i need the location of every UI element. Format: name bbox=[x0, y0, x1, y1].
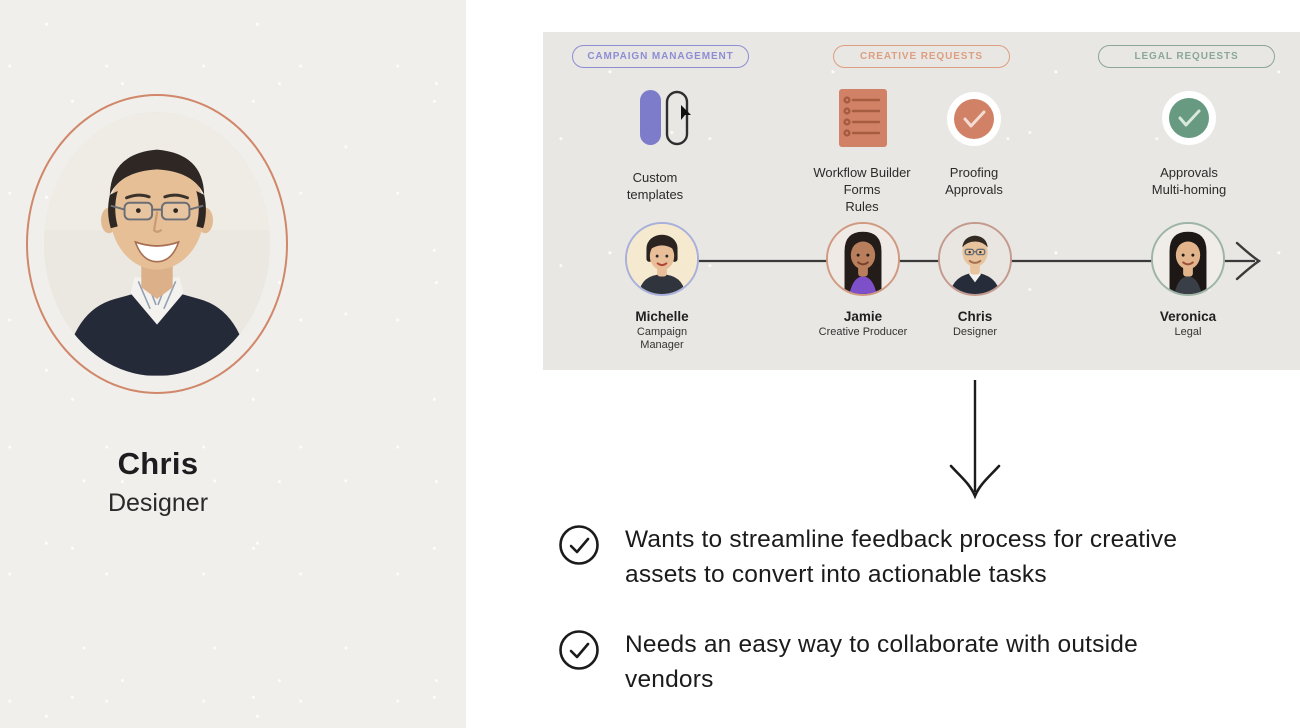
feature-label-workflow-builder: Workflow Builder Forms Rules bbox=[813, 165, 911, 214]
person-role: Designer bbox=[952, 326, 998, 338]
workflow-builder-doc-icon bbox=[838, 88, 888, 148]
person-name: Jamie bbox=[843, 309, 883, 324]
feature-label-proofing: Proofing Approvals bbox=[945, 165, 1003, 197]
badge-campaign-management: CAMPAIGN MANAGEMENT bbox=[572, 45, 749, 68]
proofing-check-icon bbox=[947, 92, 1001, 146]
check-circle-icon bbox=[558, 524, 600, 566]
feature-label-custom-templates: Custom templates bbox=[626, 170, 684, 202]
badge-legal-requests: LEGAL REQUESTS bbox=[1098, 45, 1275, 68]
workflow-diagram-panel: CAMPAIGN MANAGEMENT CREATIVE REQUESTS LE… bbox=[543, 32, 1300, 370]
avatar-jamie bbox=[826, 222, 900, 296]
person-role: Creative Producer bbox=[818, 326, 908, 338]
avatar-michelle bbox=[625, 222, 699, 296]
person-role: Campaign Manager bbox=[636, 326, 688, 351]
persona-name: Chris bbox=[117, 446, 199, 481]
down-arrow bbox=[949, 380, 1001, 500]
badge-creative-requests: CREATIVE REQUESTS bbox=[833, 45, 1010, 68]
person-name: Veronica bbox=[1159, 309, 1217, 324]
timeline-person-chris: Chris Designer bbox=[920, 222, 1030, 339]
persona-photo bbox=[44, 112, 270, 376]
badge-creative-label: CREATIVE REQUESTS bbox=[860, 51, 983, 62]
check-circle-icon bbox=[558, 629, 600, 671]
timeline-person-michelle: Michelle Campaign Manager bbox=[607, 222, 717, 352]
person-name: Michelle bbox=[635, 309, 689, 324]
insight-item: Wants to streamline feedback process for… bbox=[558, 522, 1205, 592]
person-role: Legal bbox=[1174, 326, 1202, 338]
avatar-veronica bbox=[1151, 222, 1225, 296]
avatar-chris bbox=[938, 222, 1012, 296]
insight-text: Needs an easy way to collaborate with ou… bbox=[625, 631, 1138, 693]
badge-legal-label: LEGAL REQUESTS bbox=[1134, 51, 1239, 62]
person-name: Chris bbox=[957, 309, 993, 324]
persona-panel: Chris Designer bbox=[0, 0, 466, 728]
timeline-person-jamie: Jamie Creative Producer bbox=[808, 222, 918, 339]
badge-campaign-label: CAMPAIGN MANAGEMENT bbox=[587, 51, 734, 62]
persona-portrait-illustration bbox=[44, 112, 270, 376]
approvals-check-icon bbox=[1162, 91, 1216, 145]
insight-item: Needs an easy way to collaborate with ou… bbox=[558, 627, 1205, 697]
custom-templates-icon bbox=[633, 88, 699, 150]
timeline-person-veronica: Veronica Legal bbox=[1133, 222, 1243, 339]
feature-label-approvals: Approvals Multi-homing bbox=[1151, 165, 1227, 197]
persona-role: Designer bbox=[107, 489, 209, 517]
portrait-ring bbox=[26, 94, 288, 394]
insight-text: Wants to streamline feedback process for… bbox=[625, 526, 1178, 588]
